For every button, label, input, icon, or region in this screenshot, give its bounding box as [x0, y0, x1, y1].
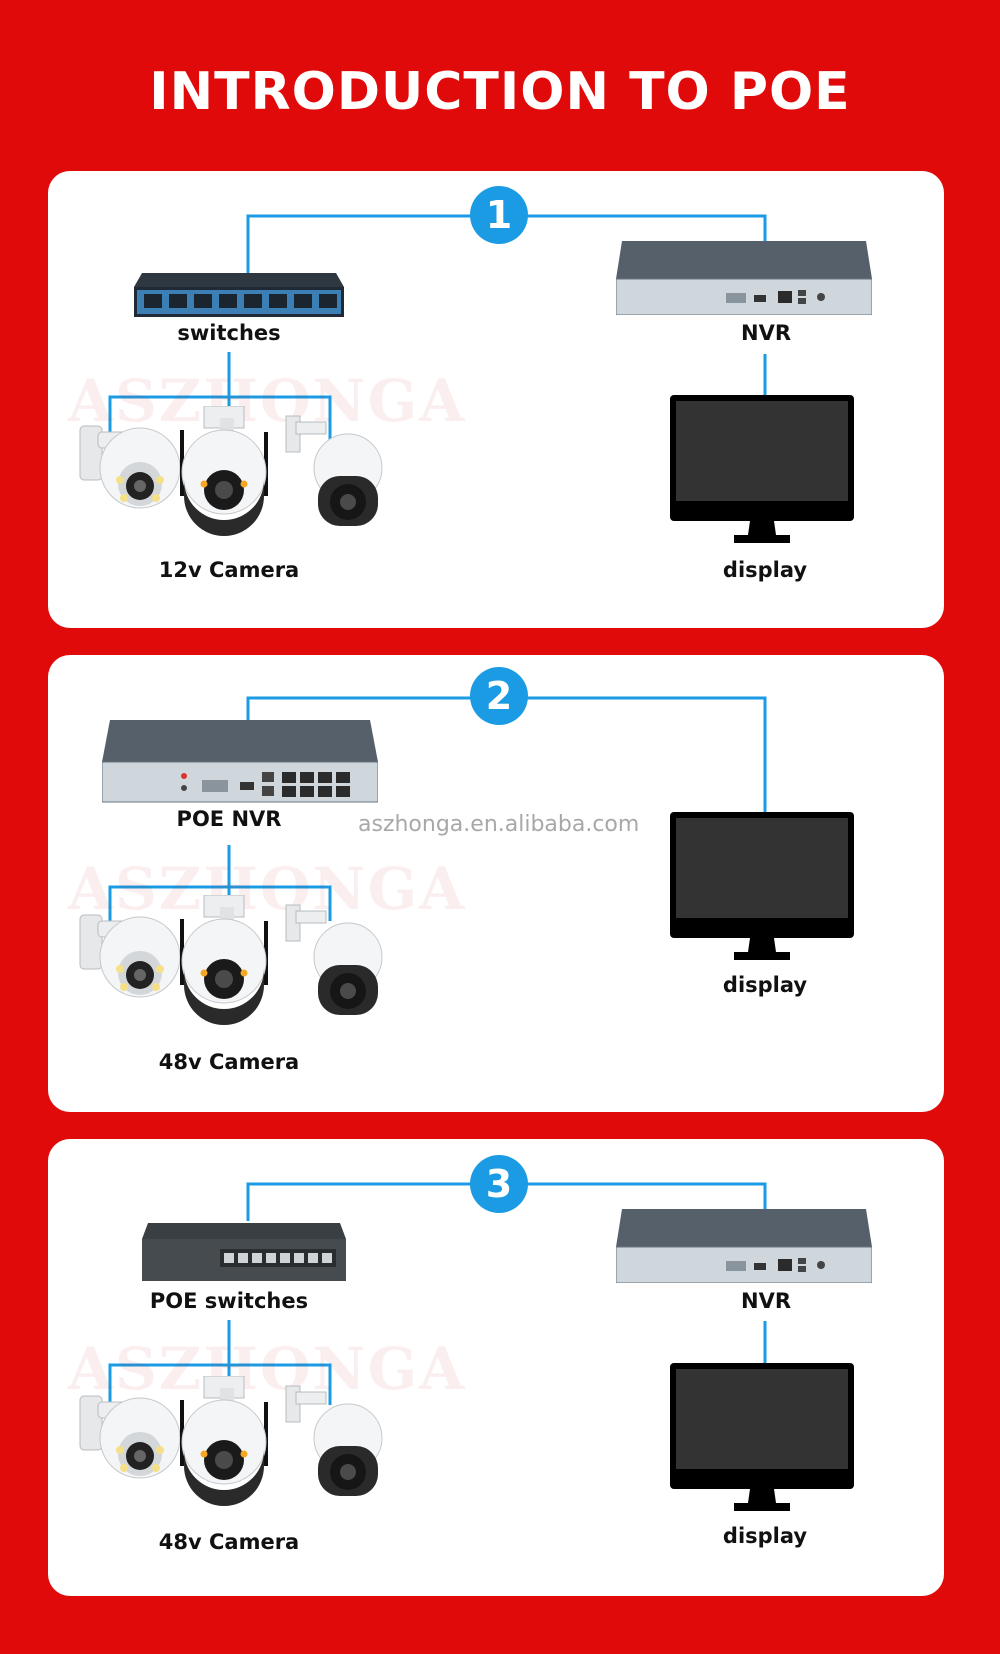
camera-group: [79, 895, 383, 1025]
display-label: display: [722, 973, 808, 997]
nvr-device: [616, 1209, 872, 1283]
poe-nvr-label: POE NVR: [176, 807, 282, 831]
camera-group: [79, 406, 383, 536]
brand-watermark: ASZHONGA: [68, 855, 467, 923]
camera-label: 12v Camera: [158, 558, 300, 582]
step-badge: 1: [470, 186, 528, 244]
camera-icon: [180, 406, 268, 536]
monitor-icon: [670, 1363, 854, 1511]
camera-icon: [285, 904, 383, 1015]
camera-icon: [79, 1395, 181, 1479]
camera-icon: [285, 1385, 383, 1496]
switches-label: switches: [177, 321, 281, 345]
panel-2: 2 POE NVR ASZHONGA: [48, 655, 944, 1112]
poe-nvr-device: [102, 720, 378, 803]
display-label: display: [722, 1524, 808, 1548]
nvr-device: [616, 241, 872, 315]
brand-watermark: ASZHONGA: [68, 367, 467, 435]
camera-icon: [180, 895, 268, 1025]
panel-1: 1 switches NVR ASZHONGA: [48, 171, 944, 628]
panel-3: 3 POE switches NVR ASZHONGA: [48, 1139, 944, 1596]
switch-device: [134, 273, 344, 317]
camera-label: 48v Camera: [158, 1530, 300, 1554]
camera-label: 48v Camera: [158, 1050, 300, 1074]
nvr-label: NVR: [741, 1289, 791, 1313]
camera-icon: [79, 914, 181, 998]
camera-icon: [79, 425, 181, 509]
nvr-label: NVR: [741, 321, 791, 345]
camera-icon: [285, 415, 383, 526]
step-badge: 3: [470, 1155, 528, 1213]
camera-group: [79, 1376, 383, 1506]
poe-switch-device: [142, 1223, 346, 1281]
brand-watermark: ASZHONGA: [68, 1335, 467, 1403]
site-watermark: aszhonga.en.alibaba.com: [358, 812, 640, 837]
monitor-icon: [670, 395, 854, 543]
monitor-icon: [670, 812, 854, 960]
poe-switches-label: POE switches: [149, 1289, 309, 1313]
camera-icon: [180, 1376, 268, 1506]
display-label: display: [722, 558, 808, 582]
page-title: INTRODUCTION TO POE: [149, 62, 851, 122]
step-badge: 2: [470, 667, 528, 725]
